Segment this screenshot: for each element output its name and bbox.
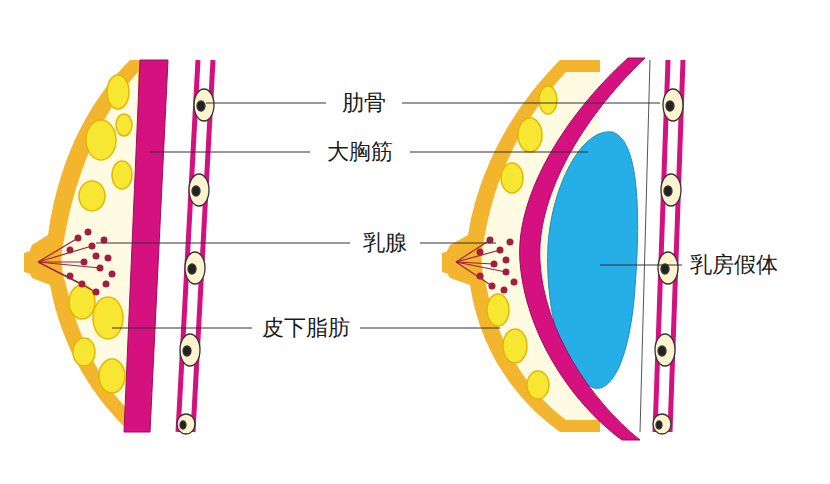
part-label: 乳房假体 bbox=[690, 252, 778, 278]
part-label: 乳腺 bbox=[363, 230, 407, 256]
part-label: 大胸筋 bbox=[327, 139, 393, 165]
part-label: 肋骨 bbox=[342, 90, 386, 116]
part-label: 皮下脂肪 bbox=[262, 315, 350, 341]
leader-lines bbox=[96, 103, 682, 328]
